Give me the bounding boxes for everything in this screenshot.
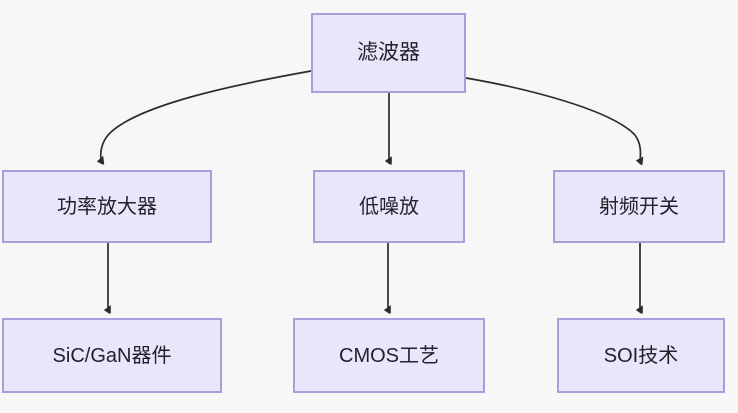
node-low-noise-amplifier[interactable]: 低噪放 [313, 170, 465, 243]
node-cmos-process[interactable]: CMOS工艺 [293, 318, 485, 393]
node-filter-label: 滤波器 [357, 41, 420, 65]
node-soi-technology[interactable]: SOI技术 [557, 318, 725, 393]
edge-filter-to-pa [101, 70, 312, 161]
node-low-noise-amplifier-label: 低噪放 [359, 195, 419, 218]
node-rf-switch[interactable]: 射频开关 [553, 170, 725, 243]
node-filter[interactable]: 滤波器 [311, 13, 466, 93]
node-power-amplifier-label: 功率放大器 [57, 195, 157, 218]
node-power-amplifier[interactable]: 功率放大器 [2, 170, 212, 243]
edge-filter-to-rfsw [465, 77, 640, 161]
node-soi-technology-label: SOI技术 [603, 344, 679, 367]
node-cmos-process-label: CMOS工艺 [339, 344, 439, 367]
node-sic-gan-device[interactable]: SiC/GaN器件 [2, 318, 222, 393]
node-rf-switch-label: 射频开关 [599, 195, 679, 218]
node-sic-gan-device-label: SiC/GaN器件 [52, 344, 172, 367]
